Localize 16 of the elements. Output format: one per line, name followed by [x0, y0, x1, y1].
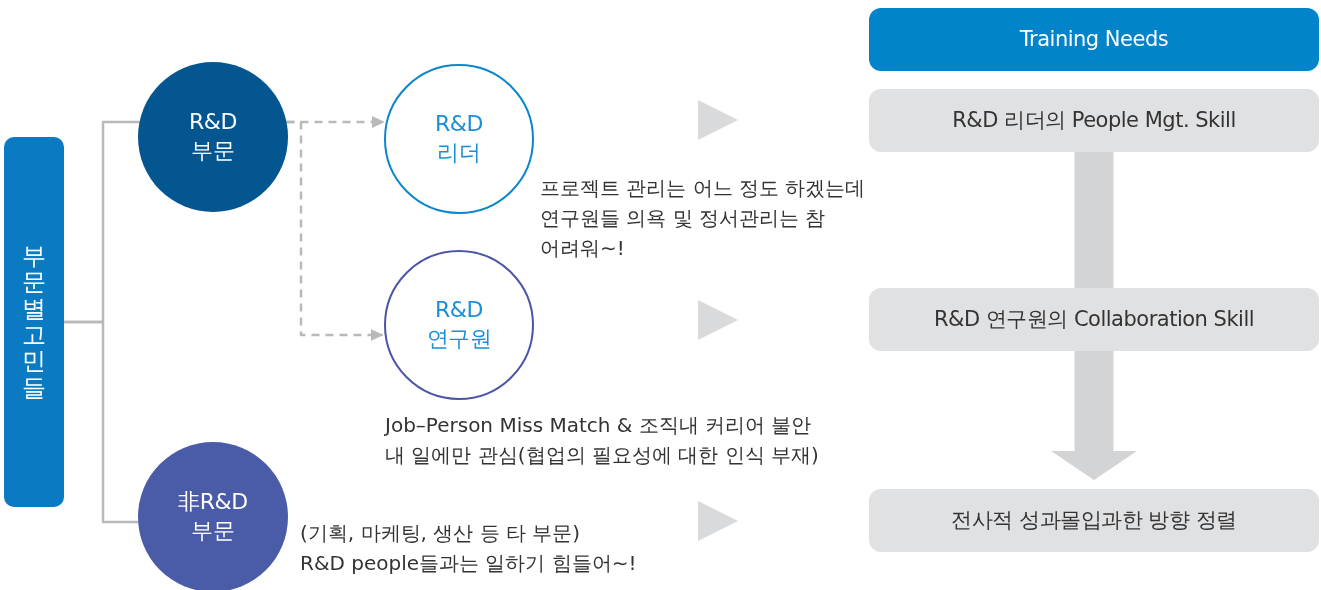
note-text: (기획, 마케팅, 생산 등 타 부문) [300, 520, 581, 547]
need-box: R&D 리더의 People Mgt. Skill [869, 89, 1319, 152]
group-circle: R&D 리더 [384, 64, 534, 214]
category-bar: 부문별 고민들 [4, 137, 64, 507]
bracket-line [64, 320, 139, 524]
note-text: 프로젝트 관리는 어느 정도 하겠는데 연구원들 의욕 및 정서관리는 참 어려워∼! [540, 175, 867, 262]
group-circle: R&D 연구원 [384, 250, 534, 400]
flow-arrow [1051, 351, 1137, 480]
note-text: Job–Person Miss Match & 조직내 커리어 불안 내 일에만 관심(협업의 필요성에 대한 인식 부재) [385, 412, 820, 469]
need-box: Training Needs [869, 8, 1319, 71]
group-circle: 非R&D 부문 [138, 442, 288, 590]
dashed-arrow [286, 120, 384, 341]
note-text: R&D people들과는 일하기 힘들어∼! [300, 550, 637, 577]
need-box: 전사적 성과몰입과한 방향 정렬 [869, 489, 1319, 552]
group-circle: R&D 부문 [138, 62, 288, 212]
need-box: R&D 연구원의 Collaboration Skill [869, 288, 1319, 351]
